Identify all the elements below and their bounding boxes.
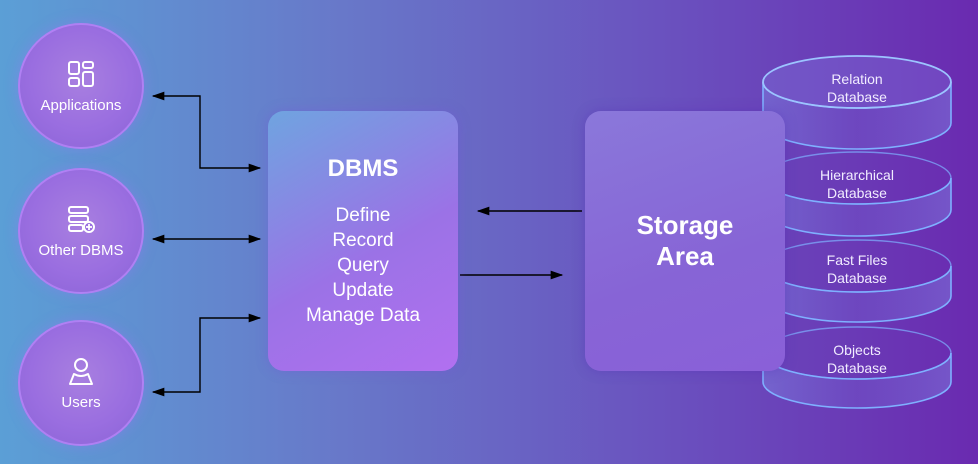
user-icon (69, 357, 93, 385)
users-node: Users (18, 320, 144, 446)
hierarchical-database-label: Hierarchical Database (820, 167, 894, 201)
other-dbms-label: Other DBMS (38, 241, 124, 259)
dbms-function-update: Update (332, 280, 394, 301)
other-dbms-node: Other DBMS (18, 168, 144, 294)
objects-database-label: Objects Database (827, 342, 887, 376)
applications-node: Applications (18, 23, 144, 149)
server-add-icon (68, 205, 95, 233)
storage-title-line2: Area (656, 241, 714, 271)
storage-area-box: Storage Area (585, 111, 785, 371)
fast-files-database-label: Fast Files Database (826, 252, 888, 286)
applications-label: Applications (40, 96, 122, 114)
users-label: Users (61, 393, 101, 411)
dbms-function-manage-data: Manage Data (305, 305, 421, 326)
dbms-box: DBMS Define Record Query Update Manage D… (268, 111, 458, 371)
arrow-users-dbms (151, 313, 262, 397)
dbms-function-query: Query (337, 255, 389, 276)
arrow-applications-dbms (151, 91, 262, 173)
storage-title-line1: Storage (636, 210, 734, 240)
dbms-title: DBMS (327, 155, 399, 182)
dbms-function-record: Record (332, 230, 394, 251)
applications-icon (68, 60, 94, 87)
database-disk-relation (762, 55, 952, 150)
dbms-function-define: Define (335, 205, 391, 226)
relation-database-label: Relation Database (827, 71, 887, 105)
